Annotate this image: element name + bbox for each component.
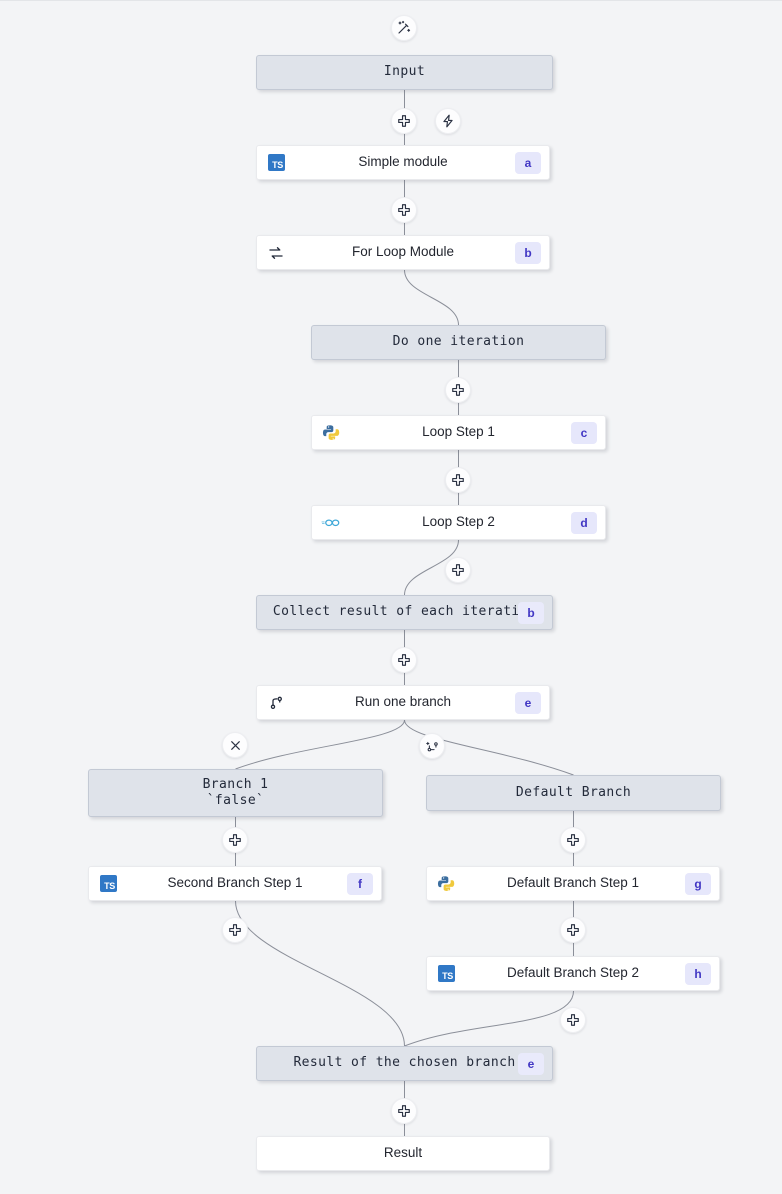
typescript-icon: TS (99, 875, 117, 892)
typescript-icon: TS (267, 154, 285, 171)
node-default-branch-step-1[interactable]: Default Branch Step 1 g (426, 866, 720, 901)
add-branch[interactable] (419, 733, 445, 759)
node-label: Collect result of each iteration (272, 604, 537, 620)
node-label: Loop Step 1 (422, 424, 495, 440)
node-simple-module[interactable]: TS Simple module a (256, 145, 550, 180)
node-badge: a (515, 151, 541, 174)
plus-icon (398, 654, 410, 666)
node-for-loop-module[interactable]: For Loop Module b (256, 235, 550, 270)
node-label: Loop Step 2 (422, 514, 495, 530)
delete-branch-1[interactable] (222, 732, 248, 758)
top-divider (0, 0, 782, 1)
node-badge: b (518, 601, 544, 624)
plus-icon (452, 564, 464, 576)
node-do-one-iteration[interactable]: Do one iteration (311, 325, 606, 360)
plus-icon (452, 474, 464, 486)
node-input[interactable]: Input (256, 55, 553, 90)
add-after-iteration[interactable] (445, 377, 471, 403)
node-label: Default Branch (515, 784, 632, 800)
node-badge: f (347, 872, 373, 895)
plus-icon (567, 1014, 579, 1026)
node-badge: e (515, 691, 541, 714)
node-label: Result of the chosen branch (293, 1055, 516, 1071)
node-label: Input (383, 64, 426, 80)
node-label: For Loop Module (351, 244, 455, 260)
typescript-icon: TS (437, 965, 455, 982)
plus-icon (398, 115, 410, 127)
add-after-default-step-1[interactable] (560, 917, 586, 943)
node-label: Run one branch (354, 694, 452, 710)
add-after-collect[interactable] (391, 647, 417, 673)
trigger-after-input[interactable] (435, 108, 461, 134)
add-branch-icon (425, 741, 438, 751)
edge-run-one-branch-to-branch-1 (235, 719, 405, 770)
node-run-one-branch[interactable]: Run one branch e (256, 685, 550, 720)
add-after-branch-1[interactable] (222, 827, 248, 853)
edge-default-branch-step-2-to-result-chosen-branch (404, 990, 574, 1047)
node-lang-python (436, 874, 456, 894)
node-lang-branch (266, 693, 286, 713)
node-label: Simple module (358, 154, 448, 170)
node-badge: c (571, 421, 597, 444)
node-branch-1[interactable]: Branch 1 `false` (88, 769, 383, 817)
node-label: Branch 1 `false` (202, 776, 269, 808)
node-badge: b (515, 241, 541, 264)
edge-second-branch-step-1-to-result-chosen-branch (235, 900, 405, 1047)
node-badge: e (518, 1052, 544, 1075)
node-lang-typescript: TS (266, 153, 286, 173)
add-after-chosen-result[interactable] (391, 1098, 417, 1124)
add-after-loop-step-2[interactable] (445, 557, 471, 583)
node-label: Default Branch Step 2 (506, 965, 640, 981)
plus-icon (398, 1105, 410, 1117)
node-result[interactable]: Result (256, 1136, 550, 1171)
branch-icon (270, 696, 282, 709)
plus-icon (229, 834, 241, 846)
magic-wand-icon (398, 20, 411, 34)
python-icon (322, 424, 340, 440)
node-lang-typescript: TS (436, 964, 456, 984)
node-badge: d (571, 511, 597, 534)
plus-icon (229, 924, 241, 936)
plus-icon (452, 384, 464, 396)
node-lang-go (321, 513, 341, 533)
node-lang-python (321, 423, 341, 443)
magic-wand-top[interactable] (391, 15, 417, 41)
add-after-input[interactable] (391, 108, 417, 134)
node-label: Default Branch Step 1 (506, 875, 640, 891)
node-default-branch-step-2[interactable]: TS Default Branch Step 2 h (426, 956, 720, 991)
node-loop-step-2[interactable]: Loop Step 2 d (311, 505, 606, 540)
add-after-loop-step-1[interactable] (445, 467, 471, 493)
add-after-default-step-2[interactable] (560, 1007, 586, 1033)
node-second-branch-step-1[interactable]: TS Second Branch Step 1 f (88, 866, 382, 901)
node-lang-loop (266, 243, 286, 263)
plus-icon (567, 834, 579, 846)
close-icon (230, 740, 240, 750)
python-icon (437, 875, 455, 891)
add-after-default-branch[interactable] (560, 827, 586, 853)
edge-for-loop-module-to-do-one-iteration (404, 269, 459, 326)
node-label: Do one iteration (392, 334, 525, 350)
node-default-branch[interactable]: Default Branch (426, 775, 721, 811)
node-loop-step-1[interactable]: Loop Step 1 c (311, 415, 606, 450)
node-badge: h (685, 962, 711, 985)
plus-icon (567, 924, 579, 936)
add-after-simple[interactable] (391, 197, 417, 223)
node-badge: g (685, 872, 711, 895)
add-after-second-step[interactable] (222, 917, 248, 943)
loop-icon (269, 246, 283, 259)
lightning-icon (443, 114, 453, 128)
plus-icon (398, 204, 410, 216)
go-icon (321, 518, 340, 526)
node-label: Second Branch Step 1 (167, 875, 303, 891)
node-lang-typescript: TS (98, 874, 118, 894)
node-label: Result (383, 1145, 423, 1161)
